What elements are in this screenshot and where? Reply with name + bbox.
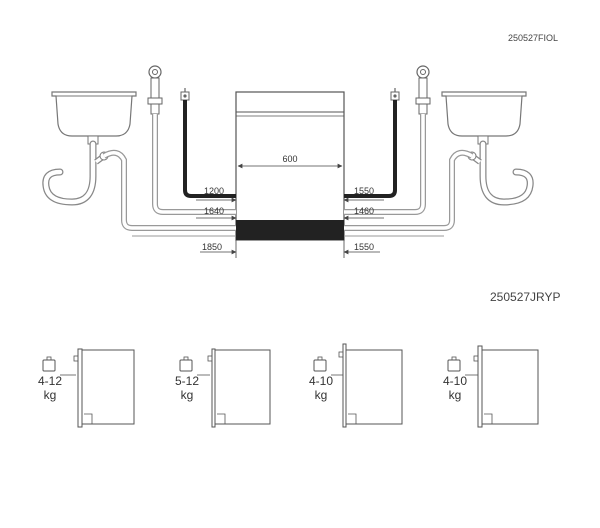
weight-icon bbox=[42, 356, 56, 372]
dimensions-left: 1200 1640 1850 bbox=[196, 186, 237, 258]
weight-icon bbox=[179, 356, 193, 372]
weight-unit: kg bbox=[449, 388, 462, 402]
dim-left-1850: 1850 bbox=[202, 242, 222, 252]
weight-range: 4-12 bbox=[38, 374, 62, 388]
water-tap-left bbox=[147, 65, 163, 115]
weight-icon bbox=[447, 356, 461, 372]
dishwasher-plinth bbox=[236, 220, 344, 240]
valve-right bbox=[390, 88, 400, 101]
valve-left bbox=[180, 88, 190, 101]
weight-unit: kg bbox=[181, 388, 194, 402]
dim-right-1550-top: 1550 bbox=[354, 186, 374, 196]
dishwasher-side-view bbox=[73, 348, 135, 428]
dishwasher-side-view bbox=[473, 345, 539, 428]
weight-panel-4: 4-10 kg bbox=[443, 345, 539, 428]
dishwasher-side-view bbox=[338, 343, 403, 428]
diagram-code-bottom: 250527JRYP bbox=[490, 290, 561, 304]
weight-range: 4-10 bbox=[443, 374, 467, 388]
water-tap-right bbox=[415, 65, 431, 115]
dim-right-1460: 1460 bbox=[354, 206, 374, 216]
hoses-right bbox=[344, 100, 474, 237]
weight-panel-2: 5-12 kg bbox=[175, 348, 271, 428]
width-dimension: 600 bbox=[237, 154, 343, 169]
weight-panel-1: 4-12 kg bbox=[38, 348, 135, 428]
diagram-code-top: 250527FIOL bbox=[508, 33, 559, 43]
weight-range: 5-12 bbox=[175, 374, 199, 388]
dim-right-1550-bottom: 1550 bbox=[354, 242, 374, 252]
weight-icon bbox=[313, 356, 327, 372]
weight-unit: kg bbox=[44, 388, 57, 402]
weight-panel-3: 4-10 kg bbox=[309, 343, 403, 428]
dimensions-right: 1550 1460 1550 bbox=[343, 186, 384, 258]
weight-range: 4-10 bbox=[309, 374, 333, 388]
width-dimension-label: 600 bbox=[282, 154, 297, 164]
weight-unit: kg bbox=[315, 388, 328, 402]
dishwasher-side-view bbox=[207, 348, 271, 428]
door-weight-row: 4-12 kg 5-12 kg bbox=[38, 343, 539, 428]
sink-right bbox=[441, 91, 534, 206]
hoses-left bbox=[102, 100, 236, 237]
dim-left-1200: 1200 bbox=[204, 186, 224, 196]
dim-left-1640: 1640 bbox=[204, 206, 224, 216]
top-installation-diagram: 600 bbox=[42, 65, 534, 258]
